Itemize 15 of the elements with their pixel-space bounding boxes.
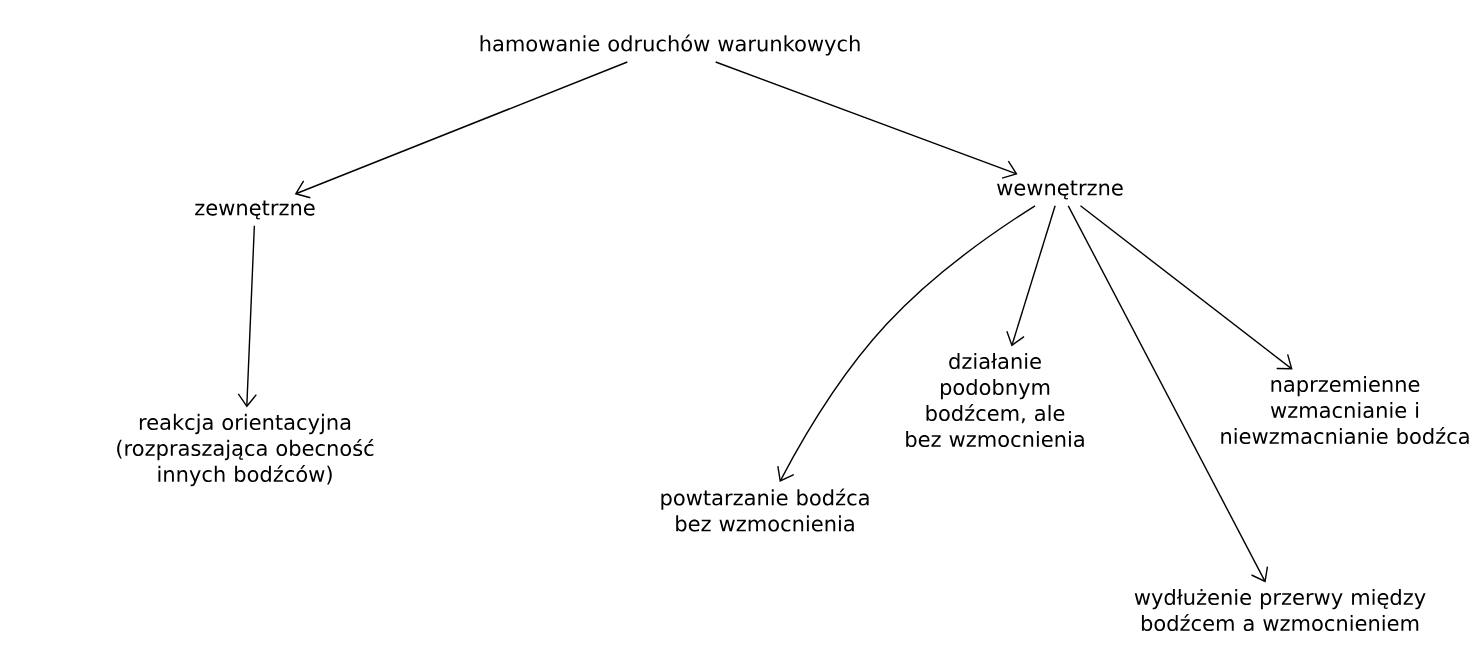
arrow [294, 61, 629, 199]
arrow [1079, 205, 1293, 370]
arrow [1067, 205, 1269, 583]
node-text: naprzemienne wzmacnianie i niewzmacnianie bodźca [1221, 375, 1469, 445]
node-text: hamowanie odruchów warunkowych [480, 34, 860, 56]
arrow [237, 225, 257, 408]
node-text: powtarzanie bodźca bez wzmocnienia [661, 488, 869, 532]
node-text: wewnętrzne [997, 180, 1123, 200]
arrow [777, 205, 1036, 483]
node-text: działanie podobnym bodźcem, ale bez wzmocnienia [906, 352, 1084, 448]
node-text: wydłużenie przerwy między bodźcem a wzmocnieniem [1134, 588, 1426, 632]
arrow [714, 61, 1018, 179]
node-text: zewnętrzne [195, 200, 315, 220]
arrow [1006, 205, 1056, 347]
node-text: reakcja orientacyjna (rozpraszająca obecność innych bodźców) [117, 413, 374, 487]
